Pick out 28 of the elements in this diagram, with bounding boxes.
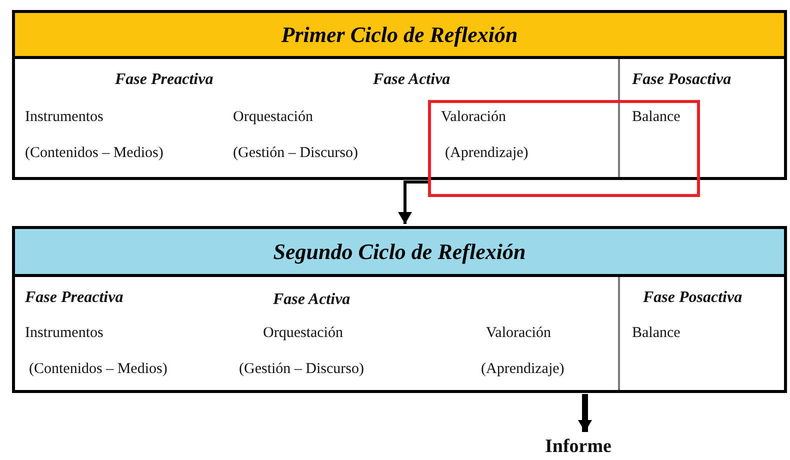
cycle-title: Segundo Ciclo de Reflexión: [15, 229, 784, 277]
item-label: Instrumentos: [25, 109, 104, 126]
item-label: Instrumentos: [25, 325, 104, 342]
item-label: (Contenidos – Medios): [25, 145, 164, 162]
item-label: (Aprendizaje): [481, 361, 564, 378]
item-label: Valoración: [486, 325, 551, 342]
item-label: (Gestión – Discurso): [239, 361, 364, 378]
phase-heading: Fase Posactiva: [643, 289, 742, 307]
phase-heading: Fase Activa: [373, 71, 450, 89]
output-label: Informe: [545, 436, 612, 458]
item-label: (Contenidos – Medios): [29, 361, 168, 378]
item-label: (Gestión – Discurso): [233, 145, 358, 162]
cycle-table: [12, 10, 787, 180]
cycle-title: Primer Ciclo de Reflexión: [15, 13, 784, 59]
phase-heading: Fase Preactiva: [25, 289, 124, 307]
item-label: Orquestación: [233, 109, 313, 126]
phase-heading: Fase Preactiva: [115, 71, 214, 89]
item-label: Balance: [632, 109, 680, 126]
item-label: Valoración: [441, 109, 506, 126]
item-label: (Aprendizaje): [445, 145, 528, 162]
cycle-table: [12, 226, 787, 393]
phase-heading: Fase Posactiva: [632, 71, 732, 89]
phase-heading: Fase Activa: [273, 291, 350, 309]
arrow: [578, 394, 592, 432]
arrow: [398, 180, 428, 224]
item-label: Orquestación: [263, 325, 343, 342]
highlight-box: [428, 100, 700, 197]
item-label: Balance: [632, 325, 680, 342]
